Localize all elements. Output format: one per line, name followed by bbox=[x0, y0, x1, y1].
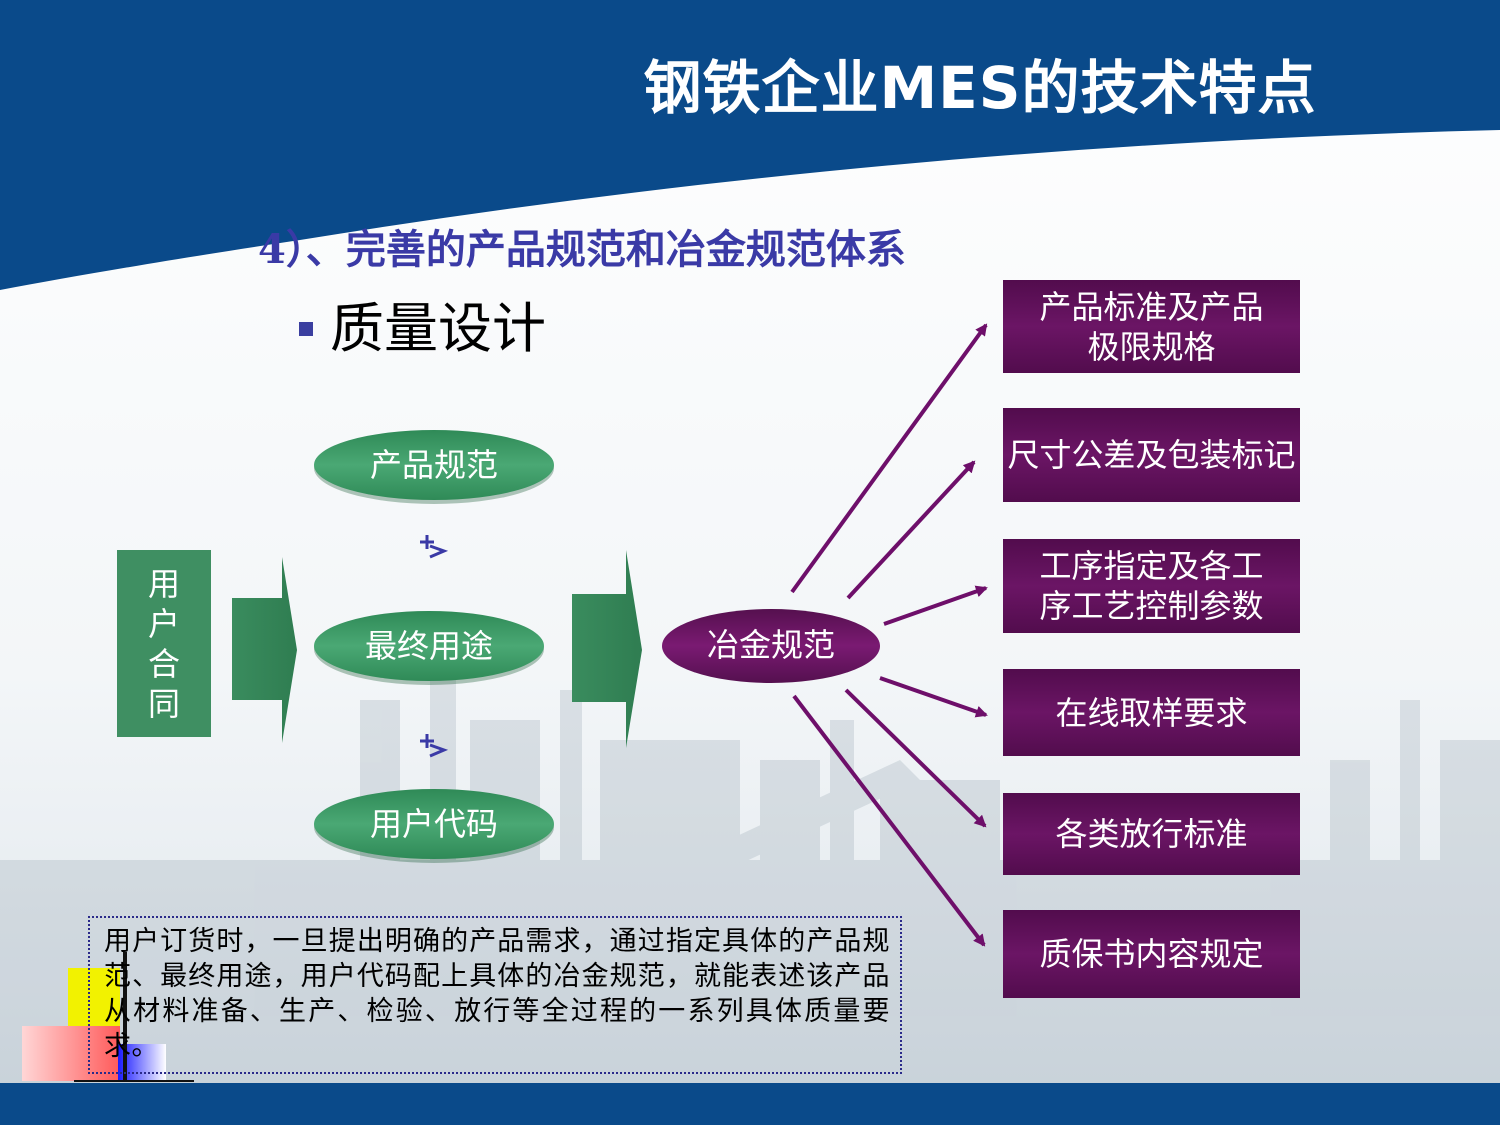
center-label-metallurgical-spec: 冶金规范 bbox=[706, 626, 835, 664]
output-box-bg-6 bbox=[1003, 910, 1300, 998]
output-box-5: 各类放行标准 bbox=[1003, 793, 1300, 875]
output-box-1: 产品标准及产品极限规格 bbox=[1003, 280, 1300, 373]
footer-band bbox=[0, 1083, 1500, 1125]
output-label-5: 各类放行标准 bbox=[1055, 815, 1248, 853]
input-arrow-right bbox=[572, 550, 642, 748]
output-box-4: 在线取样要求 bbox=[1003, 669, 1300, 756]
bullet-quality-design: 质量设计 bbox=[330, 297, 546, 360]
output-box-bg-3 bbox=[1003, 539, 1300, 633]
input-label-end-use: 最终用途 bbox=[364, 627, 493, 665]
output-box-bg-1 bbox=[1003, 280, 1300, 373]
input-arrow-left bbox=[232, 557, 297, 743]
section-subtitle: 4）、完善的产品规范和冶金规范体系 bbox=[258, 226, 906, 273]
header-band bbox=[0, 0, 1500, 290]
plus-arrow-icon bbox=[420, 734, 449, 758]
output-box-6: 质保书内容规定 bbox=[1003, 910, 1300, 998]
plus-arrow-icon bbox=[420, 535, 449, 559]
decor-red-square bbox=[22, 1026, 120, 1081]
connector-arrow-6 bbox=[792, 694, 986, 947]
description-text: 用户订货时，一旦提出明确的产品需求，通过指定具体的产品规范、最终用途，用户代码配… bbox=[104, 926, 890, 1062]
decor-yellow-square bbox=[68, 968, 120, 1030]
connector-arrow-3 bbox=[883, 585, 988, 626]
ellipse-user-code bbox=[314, 789, 554, 859]
description-box bbox=[88, 916, 902, 1074]
connector-arrow-1 bbox=[790, 323, 988, 594]
output-label-3: 工序指定及各工序工艺控制参数 bbox=[1039, 547, 1264, 625]
ellipse-end-use bbox=[314, 611, 544, 681]
ellipse-product-spec bbox=[314, 430, 554, 500]
output-box-bg-2 bbox=[1003, 408, 1300, 502]
connector-arrow-2 bbox=[846, 460, 976, 600]
output-label-1: 产品标准及产品极限规格 bbox=[1039, 287, 1264, 366]
output-label-4: 在线取样要求 bbox=[1055, 693, 1248, 732]
decor-vertical-line bbox=[123, 952, 127, 1082]
connector-arrow-4 bbox=[879, 676, 988, 718]
output-label-2: 尺寸公差及包装标记 bbox=[1007, 436, 1296, 474]
output-box-bg-5 bbox=[1003, 793, 1300, 875]
connector-arrows bbox=[790, 323, 988, 947]
user-contract-box: 用户合同 bbox=[117, 550, 211, 737]
user-contract-label: 用户合同 bbox=[147, 564, 180, 723]
connector-arrow-5 bbox=[844, 688, 987, 828]
bullet-marker bbox=[299, 322, 313, 336]
slide-title: 钢铁企业MES的技术特点 bbox=[643, 54, 1317, 122]
input-label-user-code: 用户代码 bbox=[369, 805, 498, 843]
decor-horizontal-line bbox=[74, 1080, 194, 1082]
output-label-6: 质保书内容规定 bbox=[1039, 935, 1264, 973]
ellipse-metallurgical-spec bbox=[662, 609, 880, 683]
input-label-product-spec: 产品规范 bbox=[369, 446, 498, 484]
output-box-2: 尺寸公差及包装标记 bbox=[1003, 408, 1300, 502]
output-box-bg-4 bbox=[1003, 669, 1300, 756]
output-box-3: 工序指定及各工序工艺控制参数 bbox=[1003, 539, 1300, 633]
